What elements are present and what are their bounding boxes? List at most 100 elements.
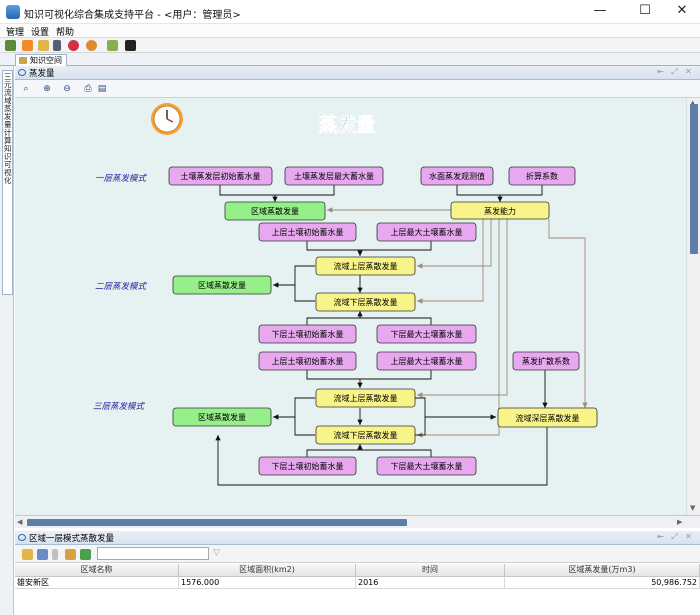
node-upper-max-2[interactable]: 上层最大土壤蓄水量: [376, 222, 477, 242]
folder-icon[interactable]: [38, 40, 49, 51]
svg-text:下层土壤初始蓄水量: 下层土壤初始蓄水量: [272, 329, 344, 339]
zoom-fit-icon[interactable]: ⌕: [23, 84, 29, 94]
cut-icon[interactable]: [52, 549, 58, 560]
svg-text:土壤蒸发层初始蓄水量: 土壤蒸发层初始蓄水量: [181, 171, 261, 181]
refresh-icon[interactable]: [80, 549, 91, 560]
tools-icon[interactable]: [107, 40, 118, 51]
gear-icon: [18, 534, 26, 541]
horizontal-scrollbar[interactable]: ◀ ▶: [15, 515, 700, 528]
menu-help[interactable]: 帮助: [56, 28, 75, 38]
node-upper-init-3[interactable]: 上层土壤初始蓄水量: [258, 351, 357, 371]
vertical-scroll-thumb[interactable]: [690, 104, 698, 254]
arrow-lower-init-to-basin-lower: [306, 311, 363, 325]
node-soil-evap-init[interactable]: 土壤蒸发层初始蓄水量: [168, 166, 273, 186]
svg-text:蒸发能力: 蒸发能力: [484, 206, 516, 216]
rss-icon[interactable]: [22, 40, 33, 51]
svg-text:上层最大土壤蓄水量: 上层最大土壤蓄水量: [391, 356, 463, 366]
restore-icon[interactable]: ⤢: [671, 67, 678, 76]
horizontal-scroll-thumb[interactable]: [27, 519, 407, 526]
diagram-canvas[interactable]: 蒸发量 一层蒸发模式 二层蒸发模式 三层蒸发模式: [15, 98, 686, 515]
vertical-scrollbar[interactable]: ▲ ▼: [686, 98, 700, 515]
node-region-evap-2[interactable]: 区域蒸散发量: [172, 275, 272, 295]
menu-manage[interactable]: 管理: [6, 28, 25, 38]
edit-icon[interactable]: [65, 549, 76, 560]
zoom-in-icon[interactable]: ⊕: [43, 84, 51, 94]
node-upper-max-3[interactable]: 上层最大土壤蓄水量: [376, 351, 477, 371]
node-basin-lower-3[interactable]: 流域下层蒸散发量: [315, 425, 416, 445]
cell-region-name[interactable]: 雄安新区: [15, 577, 179, 589]
arrow-upper-init-to-basin-upper-3: [306, 370, 363, 388]
svg-text:区域蒸散发量: 区域蒸散发量: [198, 412, 246, 422]
node-basin-upper-3[interactable]: 流域上层蒸散发量: [315, 388, 416, 408]
node-lower-max-3[interactable]: 下层最大土壤蓄水量: [376, 456, 477, 476]
node-diffusion-coef[interactable]: 蒸发扩散系数: [512, 351, 580, 371]
tab-label: 知识空间: [30, 56, 62, 65]
node-lower-init-3[interactable]: 下层土壤初始蓄水量: [258, 456, 357, 476]
tab-knowledge-space[interactable]: 知识空间: [15, 54, 67, 66]
column-header-time[interactable]: 时间: [356, 564, 505, 577]
node-conversion-coef[interactable]: 折算系数: [508, 166, 576, 186]
scroll-down-icon[interactable]: ▼: [690, 504, 696, 512]
filter-input[interactable]: [97, 547, 209, 560]
menu-bar: 管理 设置 帮助: [0, 24, 700, 38]
close-panel-icon[interactable]: ✕: [685, 532, 692, 541]
title-bar: 知识可视化综合集成支持平台 - <用户：管理员> — ☐ ✕: [0, 0, 700, 24]
node-basin-deep[interactable]: 流域深层蒸散发量: [497, 407, 598, 428]
pin-icon[interactable]: ⇤: [657, 67, 664, 76]
menu-settings[interactable]: 设置: [31, 28, 50, 38]
diagram-panel-title: 蒸发量: [29, 69, 55, 79]
window-title: 知识可视化综合集成支持平台 - <用户：管理员>: [24, 10, 241, 21]
home-icon[interactable]: [5, 40, 16, 51]
camera-icon[interactable]: [125, 40, 136, 51]
svg-text:流域上层蒸散发量: 流域上层蒸散发量: [334, 261, 398, 271]
lock-icon[interactable]: [53, 40, 61, 51]
open-icon[interactable]: [22, 549, 33, 560]
arrow-lower-max-to-basin-lower: [360, 317, 432, 325]
arrow-upper-max-to-basin-upper-3: [360, 370, 432, 380]
svg-text:流域下层蒸散发量: 流域下层蒸散发量: [334, 430, 398, 440]
node-region-evap-3[interactable]: 区域蒸散发量: [172, 407, 272, 427]
node-lower-init-2[interactable]: 下层土壤初始蓄水量: [258, 324, 357, 344]
svg-text:水面蒸发观测值: 水面蒸发观测值: [429, 171, 485, 181]
svg-text:折算系数: 折算系数: [526, 171, 558, 181]
mode-label-one: 一层蒸发模式: [95, 173, 148, 184]
node-soil-evap-max[interactable]: 土壤蒸发层最大蓄水量: [284, 166, 384, 186]
export-icon[interactable]: ▤: [97, 84, 107, 94]
scroll-right-icon[interactable]: ▶: [677, 518, 683, 526]
node-basin-lower-2[interactable]: 流域下层蒸散发量: [315, 292, 416, 312]
user-icon[interactable]: [86, 40, 97, 51]
flower-icon[interactable]: [68, 40, 79, 51]
print-icon[interactable]: ⎙: [84, 84, 92, 94]
svg-text:下层土壤初始蓄水量: 下层土壤初始蓄水量: [272, 461, 344, 471]
scroll-left-icon[interactable]: ◀: [17, 518, 23, 526]
svg-text:区域蒸散发量: 区域蒸散发量: [198, 280, 246, 290]
pin-icon[interactable]: ⇤: [657, 532, 664, 541]
node-upper-init-2[interactable]: 上层土壤初始蓄水量: [258, 222, 357, 242]
zoom-out-icon[interactable]: ⊖: [63, 84, 71, 94]
column-header-evap[interactable]: 区域蒸发量(万m3): [505, 564, 700, 577]
copy-icon[interactable]: [37, 549, 48, 560]
table-panel-title: 区域一层模式蒸散发量: [29, 534, 115, 544]
node-lower-max-2[interactable]: 下层最大土壤蓄水量: [376, 324, 477, 344]
minimize-button[interactable]: —: [593, 3, 607, 18]
left-dock-tab[interactable]: 三元流域蒸发量计算知识可视化: [2, 70, 13, 295]
node-basin-upper-2[interactable]: 流域上层蒸散发量: [315, 256, 416, 276]
close-panel-icon[interactable]: ✕: [685, 67, 692, 76]
cell-area[interactable]: 1576.000: [179, 577, 356, 589]
maximize-button[interactable]: ☐: [639, 3, 651, 18]
restore-icon[interactable]: ⤢: [671, 532, 678, 541]
filter-icon[interactable]: ▽: [213, 548, 220, 558]
cell-time[interactable]: 2016: [356, 577, 505, 589]
column-header-region-name[interactable]: 区域名称: [15, 564, 179, 577]
node-region-evap-1[interactable]: 区域蒸散发量: [224, 201, 326, 221]
column-header-area[interactable]: 区域面积(km2): [179, 564, 356, 577]
svg-text:流域上层蒸散发量: 流域上层蒸散发量: [334, 393, 398, 403]
close-button[interactable]: ✕: [676, 3, 688, 18]
node-evap-capacity[interactable]: 蒸发能力: [450, 201, 550, 220]
cell-evap[interactable]: 50,986.752: [505, 577, 700, 589]
scroll-up-icon[interactable]: ▲: [690, 99, 696, 107]
diagram-title: 蒸发量: [318, 113, 375, 136]
arrow-capacity-to-basin-deep: [548, 219, 588, 408]
svg-text:区域蒸散发量: 区域蒸散发量: [251, 206, 299, 216]
node-water-evap-obs[interactable]: 水面蒸发观测值: [420, 166, 494, 186]
